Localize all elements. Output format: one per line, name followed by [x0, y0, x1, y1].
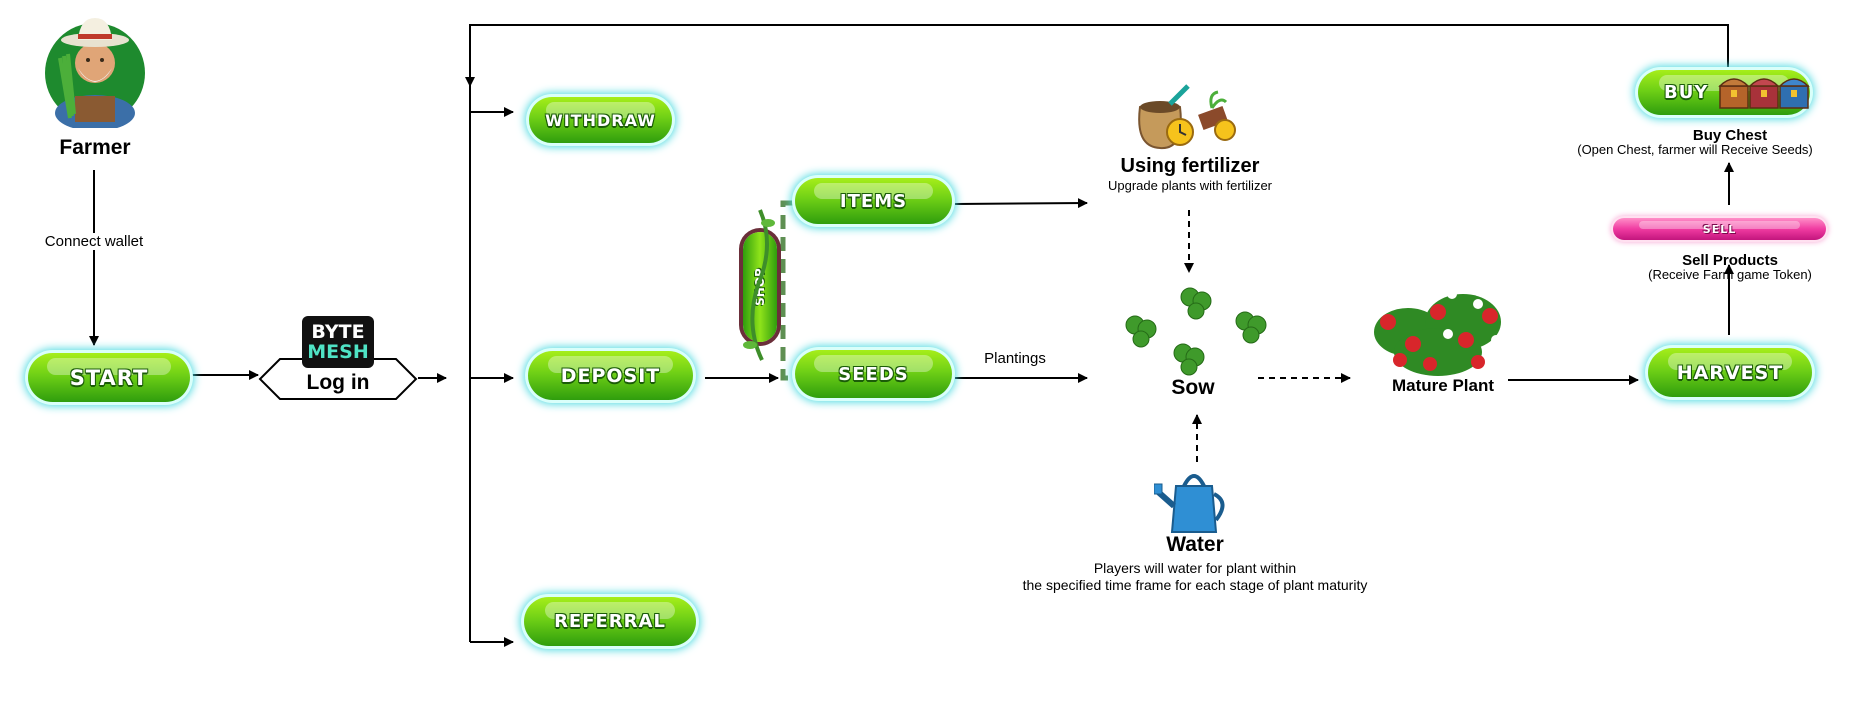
sell-products-title: Sell Products: [1682, 252, 1778, 269]
water-desc-line1: Players will water for plant within: [1093, 560, 1297, 576]
shop-button[interactable]: SHOP: [743, 232, 777, 342]
buy-chest-subtitle: (Open Chest, farmer will Receive Seeds): [1577, 142, 1813, 157]
items-button[interactable]: ITEMS: [795, 178, 952, 224]
farmer-avatar: [45, 18, 145, 128]
buy-chest-title: Buy Chest: [1692, 127, 1768, 144]
start-button[interactable]: START: [28, 353, 190, 402]
shop-bracket: [780, 200, 793, 381]
login-label[interactable]: Log in: [306, 371, 370, 394]
arrow-items-fertilizer: [954, 198, 1088, 209]
fertilizer-subtitle: Upgrade plants with fertilizer: [1107, 178, 1273, 193]
sow-label: Sow: [1171, 376, 1215, 399]
bytemesh-logo-bottom: MESH: [307, 341, 369, 363]
login-hexagon: [258, 358, 418, 400]
withdraw-button[interactable]: WITHDRAW: [529, 97, 672, 143]
fertilizer-title: Using fertilizer: [1120, 155, 1260, 177]
harvest-button[interactable]: HARVEST: [1648, 348, 1812, 397]
deposit-button[interactable]: DEPOSIT: [528, 351, 693, 400]
referral-button[interactable]: REFERRAL: [524, 597, 696, 646]
loop-buy-to-branch: [465, 24, 1729, 87]
sell-products-subtitle: (Receive Farm game Token): [1648, 267, 1812, 282]
strawberry-plant-icon: [1374, 289, 1501, 376]
plantings-label: Plantings: [984, 350, 1046, 367]
mature-plant-label: Mature Plant: [1391, 376, 1495, 395]
sell-button[interactable]: SELL: [1613, 218, 1826, 240]
treasure-chests-icon: [1718, 78, 1810, 109]
bytemesh-logo-top: BYTE: [311, 321, 365, 343]
farmer-label: Farmer: [59, 136, 131, 159]
water-desc-line2: the specified time frame for each stage …: [1022, 577, 1368, 593]
fertilizer-icon: [1138, 84, 1236, 150]
bytemesh-logo: BYTE MESH: [302, 316, 374, 368]
sprouts-icon: [1125, 287, 1267, 376]
water-title: Water: [1166, 533, 1224, 556]
connect-wallet-label: Connect wallet: [34, 233, 154, 250]
watering-can-icon: [1154, 474, 1225, 533]
seeds-button[interactable]: SEEDS: [795, 350, 952, 398]
vine-icon: [743, 209, 775, 361]
